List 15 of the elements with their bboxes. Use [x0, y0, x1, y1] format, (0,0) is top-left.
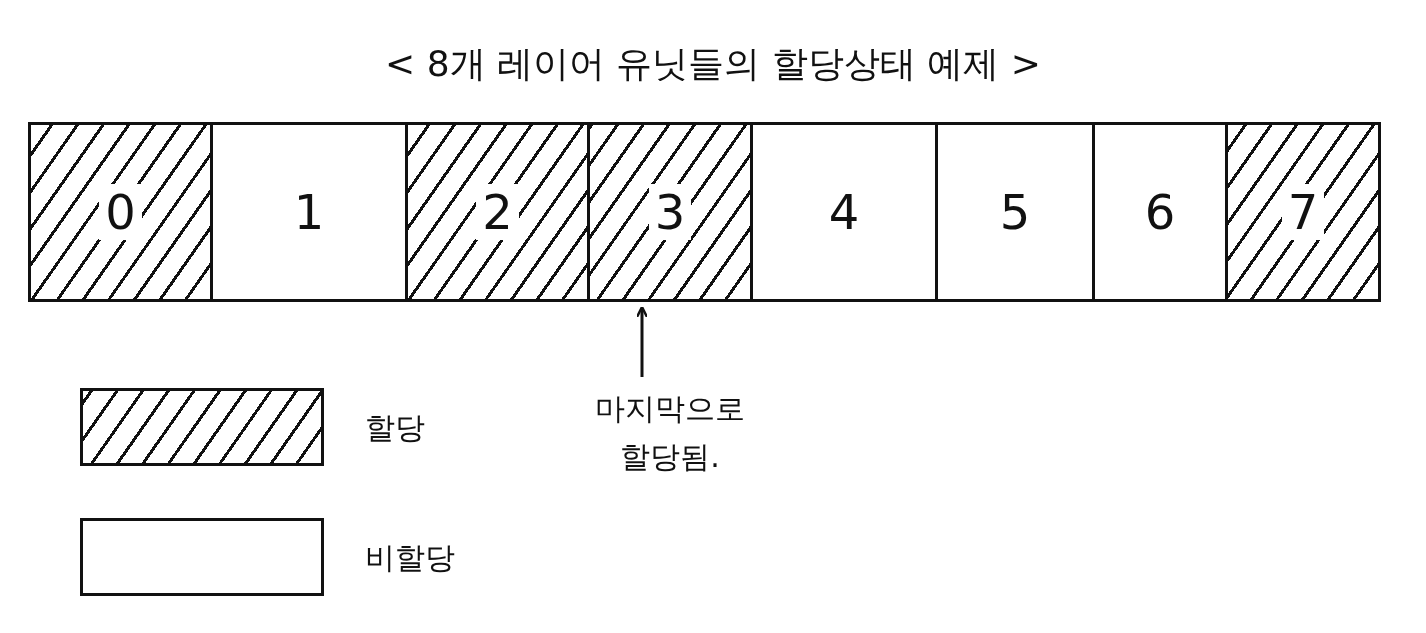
memory-cell — [1225, 122, 1381, 302]
memory-cell — [935, 122, 1095, 302]
memory-cell — [750, 122, 938, 302]
memory-cell — [28, 122, 213, 302]
cell-number: 0 — [99, 184, 142, 240]
legend-label: 비할당 — [365, 539, 455, 577]
cell-number: 2 — [476, 184, 519, 240]
cell-number: 3 — [648, 184, 692, 240]
legend-label: 할당 — [365, 409, 425, 447]
cell-number: 7 — [1281, 184, 1325, 240]
memory-cell — [405, 122, 590, 302]
annotation-text: 마지막으로 할당됨. — [594, 390, 746, 476]
diagram-title: < 8개 레이어 유닛들의 할당상태 예제 > — [384, 42, 1042, 86]
memory-cell — [587, 122, 753, 302]
arrow — [635, 305, 649, 377]
